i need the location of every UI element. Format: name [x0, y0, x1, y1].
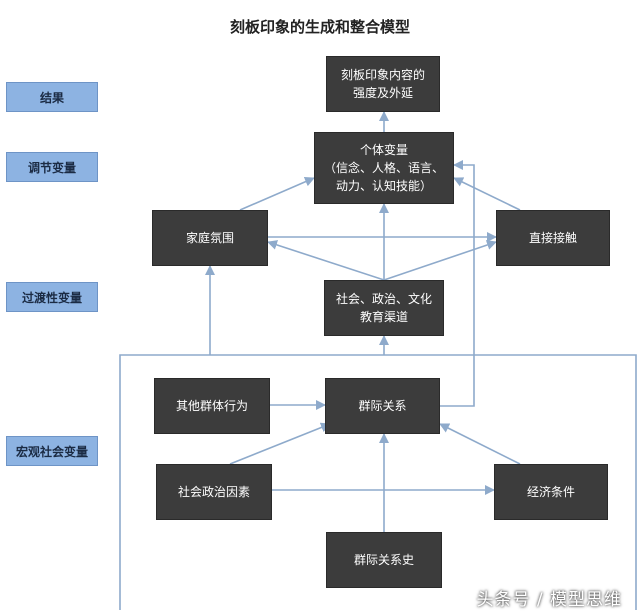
- node-economic-conditions: 经济条件: [494, 464, 608, 520]
- arrow-social-to-family: [267, 240, 385, 281]
- row-label-macro: 宏观社会变量: [6, 436, 98, 466]
- row-label-moderator: 调节变量: [6, 152, 98, 182]
- row-label-transitional: 过渡性变量: [6, 282, 98, 312]
- diagram-title: 刻板印象的生成和整合模型: [229, 18, 410, 36]
- arrow-family-to-individual: [239, 176, 315, 211]
- node-direct-contact: 直接接触: [496, 210, 610, 266]
- node-social-channels: 社会、政治、文化 教育渠道: [324, 280, 444, 336]
- arrow-sociopolitical-to-intergroup: [229, 422, 331, 465]
- arrow-direct-to-individual: [453, 177, 521, 211]
- arrow-intergroup-to-individual: [440, 160, 475, 407]
- node-other-group-behavior: 其他群体行为: [154, 378, 270, 434]
- node-family-atmosphere: 家庭氛围: [152, 210, 268, 266]
- node-intergroup-relations: 群际关系: [325, 378, 440, 434]
- row-label-result: 结果: [6, 82, 98, 112]
- node-outcome: 刻板印象内容的 强度及外延: [326, 56, 440, 112]
- arrow-economic-to-intergroup: [439, 423, 521, 465]
- node-individual-variables: 个体变量 （信念、人格、语言、 动力、认知技能）: [314, 132, 454, 204]
- arrow-social-to-direct: [383, 240, 497, 281]
- macro-group-frame: [119, 354, 637, 610]
- node-intergroup-history: 群际关系史: [326, 532, 442, 588]
- watermark: 头条号 / 模型思维: [476, 590, 622, 610]
- node-sociopolitical-factors: 社会政治因素: [156, 464, 272, 520]
